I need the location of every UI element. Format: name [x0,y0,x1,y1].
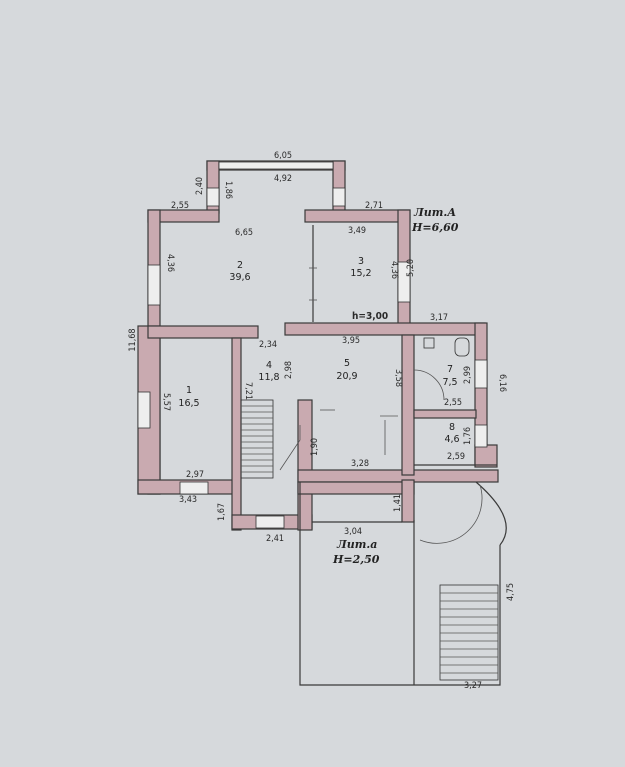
porch-arc [475,481,507,546]
lit-a-height: H=6,60 [411,221,459,234]
sink-icon [423,337,435,349]
partitions [240,225,497,479]
room-8-area: 4,6 [444,434,459,445]
room-1-area: 16,5 [178,398,199,409]
dim-665: 6,65 [235,228,253,238]
dim-234: 2,34 [259,340,277,350]
window-bay [218,161,334,170]
window-room2 [147,264,161,306]
window-room8 [474,424,488,448]
window-bay-left [206,187,220,207]
window-room1 [137,391,151,429]
dim-395: 3,95 [342,336,360,346]
lit-a-porch-height: H=2,50 [332,553,380,566]
dim-475: 4,75 [506,583,516,601]
dim-259: 2,59 [447,452,465,462]
dim-271: 2,71 [365,201,383,211]
dim-167: 1,67 [217,503,227,521]
toilet-icon [454,337,470,357]
room-7-number: 7 [447,364,453,375]
door-swing-7 [413,369,445,401]
dim-436-right: 4,36 [389,261,399,279]
dim-255b: 2,55 [444,398,462,408]
mid-wall-left [147,325,259,339]
dim-bay-outer: 6,05 [274,151,292,161]
lit-a-porch-name: Лит.а [336,538,377,551]
right-corner [474,444,498,468]
room-2-area: 39,6 [229,272,250,283]
window-room7 [474,359,488,389]
room-5-area: 20,9 [336,371,357,382]
stairs-outer [439,584,499,681]
porch-structure [299,481,507,686]
room-7-area: 7,5 [442,377,457,388]
dim-436-left: 4,36 [165,254,175,272]
stairs-inner [240,399,301,479]
dim-304: 3,04 [344,527,362,537]
window-room1-bottom [179,481,209,495]
dim-176: 1,76 [463,427,473,445]
dim-bay-inner: 4,92 [274,174,292,184]
room-1-number: 1 [186,385,192,396]
wall-5-7 [401,334,415,476]
dim-349: 3,49 [348,226,366,236]
dim-343: 3,43 [179,495,197,505]
dim-1168: 11,68 [128,328,138,351]
room-5-number: 5 [344,358,350,369]
dim-141: 1,41 [393,494,403,512]
dim-241: 2,41 [266,534,284,544]
dim-557: 5,57 [161,393,171,411]
dim-520: 5,20 [406,259,416,277]
room-height-label: h=3,00 [352,311,388,322]
room-2-number: 2 [237,260,243,271]
mid-wall-right [284,322,486,336]
dim-328: 3,28 [351,459,369,469]
porch-door-swing [419,484,483,544]
wall-7-8 [413,409,477,419]
wall-4-5 [297,399,313,531]
room-3-area: 15,2 [350,268,371,279]
windows [137,161,488,529]
dim-327: 3,27 [464,681,482,691]
window-vestibule [255,515,285,529]
dim-297: 2,97 [186,470,204,480]
room-4-area: 11,8 [258,372,279,383]
dim-190: 1,90 [310,438,320,456]
bottom-wall-room5 [297,469,499,483]
porch-outline [299,482,501,686]
dim-616: 6,16 [497,374,507,392]
bottom-wall-porch [297,481,415,495]
wall-1-4 [231,337,242,531]
dim-298: 2,98 [284,361,294,379]
room-8-number: 8 [449,422,455,433]
room-3-number: 3 [358,256,364,267]
lit-a-name: Лит.А [413,206,456,219]
litera-labels: Лит.А H=6,60 Лит.а H=2,50 h=3,00 [332,206,459,566]
walls [137,160,499,531]
window-room3 [397,261,411,303]
dim-317: 3,17 [430,313,448,323]
dim-bay-left-depth: 2,40 [195,177,205,195]
dim-721: 7,21 [243,382,253,400]
room-labels: 1 16,5 2 39,6 3 15,2 4 11,8 5 20,9 7 7,5… [178,256,459,445]
top-wall-right [304,209,411,223]
room-4-number: 4 [266,360,272,371]
window-bay-right [332,187,346,207]
dim-358: 3,58 [393,369,403,387]
dim-bay-side: 1,86 [223,181,233,199]
dim-299: 2,99 [463,366,473,384]
dimension-labels: 6,05 4,92 2,40 1,86 2,55 2,71 6,65 3,49 … [128,151,516,691]
porch-right-wall [401,479,415,523]
dim-255: 2,55 [171,201,189,211]
